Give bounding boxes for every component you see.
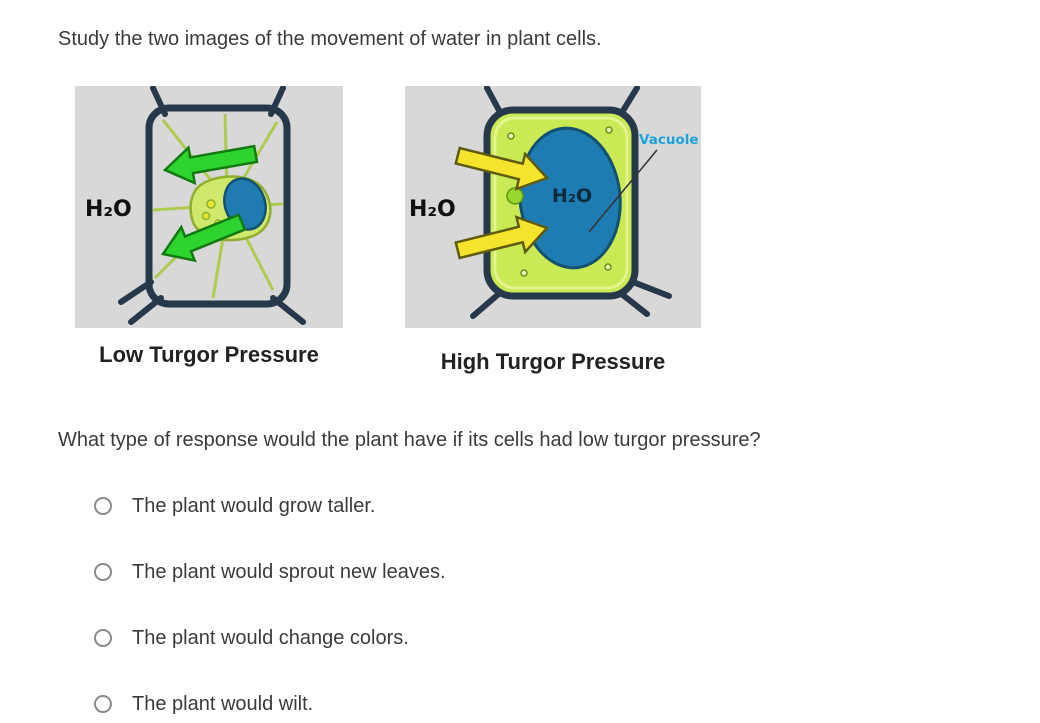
radio-button[interactable]	[94, 563, 112, 581]
figure-low-turgor: H₂O Low Turgor Pressure	[75, 85, 343, 367]
high-turgor-image: H₂O Vacuole H₂O	[405, 85, 701, 328]
h2o-label-high: H₂O	[409, 197, 456, 222]
h2o-label-low: H₂O	[85, 197, 132, 222]
cell-membrane	[493, 116, 629, 290]
figure-high-turgor: H₂O Vacuole H₂O High Turgor Pressure	[405, 85, 701, 374]
low-turgor-image: H₂O	[75, 85, 343, 328]
radio-button[interactable]	[94, 629, 112, 647]
option-change-colors[interactable]: The plant would change colors.	[94, 627, 1040, 649]
organelle-dots	[507, 126, 613, 277]
answer-options: The plant would grow taller. The plant w…	[94, 495, 1040, 715]
option-label: The plant would grow taller.	[132, 494, 376, 517]
low-turgor-cell-diagram: H₂O	[75, 85, 343, 328]
cell-wall-junctions	[470, 85, 672, 319]
option-label: The plant would sprout new leaves.	[132, 560, 446, 583]
vacuole	[518, 126, 622, 270]
water-in-arrows	[454, 146, 550, 260]
figures-row: H₂O Low Turgor Pressure	[75, 85, 1040, 374]
caption-low-turgor: Low Turgor Pressure	[99, 342, 319, 367]
option-wilt[interactable]: The plant would wilt.	[94, 693, 1040, 715]
water-in-arrow-top	[454, 146, 550, 191]
option-sprout-leaves[interactable]: The plant would sprout new leaves.	[94, 561, 1040, 583]
caption-high-turgor: High Turgor Pressure	[440, 349, 666, 374]
water-out-arrows	[160, 144, 259, 263]
water-out-arrow-top	[162, 144, 259, 186]
h2o-label-vacuole: H₂O	[552, 185, 592, 207]
option-label: The plant would change colors.	[132, 626, 409, 649]
option-label: The plant would wilt.	[132, 692, 314, 715]
vacuole-pointer-line	[588, 149, 658, 233]
radio-button[interactable]	[94, 695, 112, 713]
high-turgor-cell-diagram: H₂O Vacuole H₂O	[405, 85, 701, 328]
vacuole-label: Vacuole	[639, 132, 699, 148]
water-out-arrow-bottom	[160, 213, 247, 263]
prompt-text: Study the two images of the movement of …	[58, 28, 602, 50]
radio-button[interactable]	[94, 497, 112, 515]
chloroplast	[506, 187, 524, 205]
cell-wall	[145, 104, 291, 308]
option-grow-taller[interactable]: The plant would grow taller.	[94, 495, 1040, 517]
water-in-arrow-bottom	[454, 215, 550, 260]
question-text: What type of response would the plant ha…	[58, 429, 761, 451]
